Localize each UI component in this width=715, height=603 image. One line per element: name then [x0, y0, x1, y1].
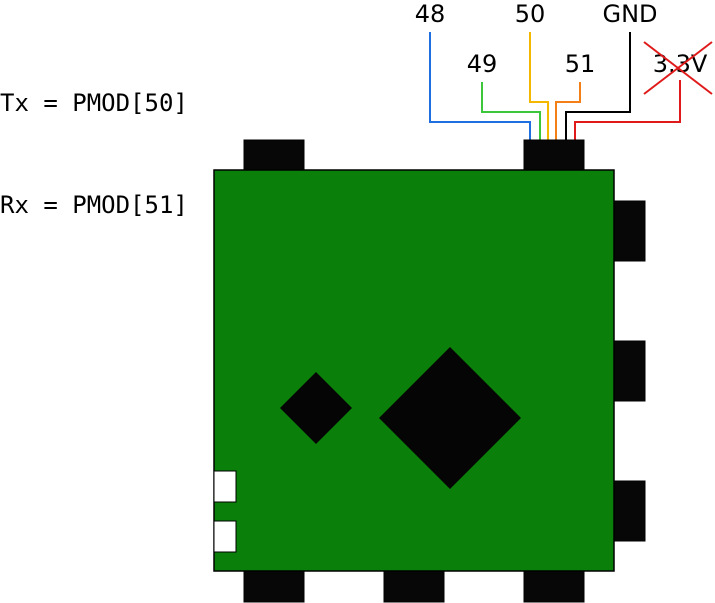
wire-48	[429, 32, 531, 140]
bottom-connector-left	[243, 570, 305, 603]
rx-note: Rx = PMOD[51]	[0, 191, 188, 219]
right-connector-middle	[613, 340, 646, 402]
pmod-header-connector	[523, 139, 585, 172]
pin-label-gnd: GND	[602, 0, 657, 28]
small-chip	[280, 372, 352, 444]
circuit-board	[213, 169, 615, 572]
wire-3v3	[574, 80, 681, 140]
cross-out-mark	[643, 41, 713, 95]
wire-51	[555, 82, 581, 140]
right-connector-bottom	[613, 480, 646, 542]
wire-gnd	[565, 32, 631, 140]
left-switch-lower	[213, 520, 237, 553]
right-connector-top	[613, 200, 646, 262]
wire-50	[529, 32, 549, 140]
pin-notes: Tx = PMOD[50] Rx = PMOD[51]	[0, 18, 188, 256]
left-switch-upper	[213, 470, 237, 503]
bottom-connector-right	[523, 570, 585, 603]
pin-label-50: 50	[515, 0, 546, 28]
pin-label-49: 49	[467, 50, 498, 78]
tx-note: Tx = PMOD[50]	[0, 89, 188, 117]
wire-49	[481, 82, 541, 140]
pin-label-51: 51	[565, 50, 596, 78]
pin-label-48: 48	[415, 0, 446, 28]
large-chip	[379, 347, 521, 489]
bottom-connector-middle	[383, 570, 445, 603]
top-left-connector	[243, 139, 305, 172]
